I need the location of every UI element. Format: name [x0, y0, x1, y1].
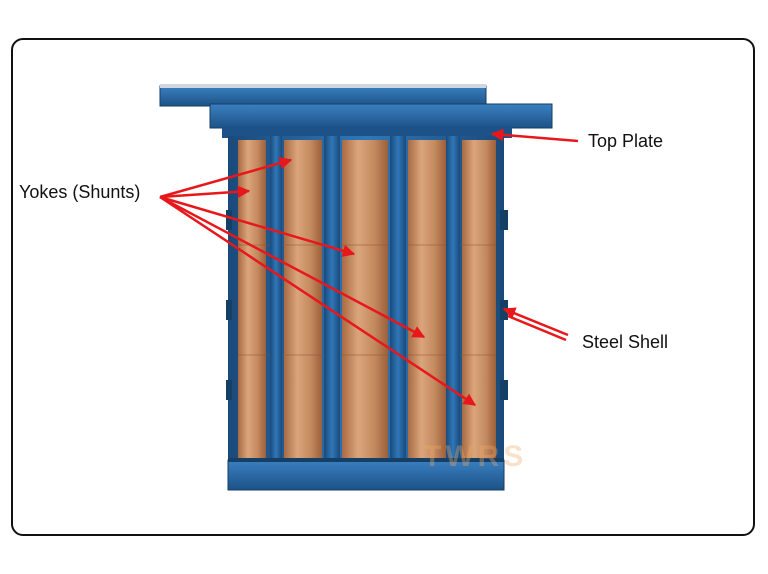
steel-ribs	[270, 136, 460, 462]
yoke-1	[238, 140, 266, 458]
yoke-4	[408, 140, 446, 458]
arrow-steel-shell-a	[502, 307, 569, 337]
arrow-steel-shell-b	[507, 314, 567, 342]
arrows	[159, 128, 579, 407]
label-top-plate: Top Plate	[588, 131, 664, 151]
arrow-yoke-4	[159, 195, 426, 339]
arrow-top-plate	[490, 128, 579, 143]
bottom-base	[227, 458, 505, 491]
arrow-yoke-3	[159, 195, 356, 257]
yoke-5	[462, 140, 496, 458]
label-yokes-shunts: Yokes (Shunts)	[19, 182, 141, 202]
top-plate	[159, 84, 553, 138]
watermark-logo: TWRS	[423, 440, 528, 473]
label-steel-shell: Steel Shell	[582, 332, 669, 352]
arrow-yoke-2	[159, 185, 251, 199]
arrow-yoke-5	[159, 195, 477, 407]
yoke-3	[342, 140, 388, 458]
arrow-yoke-1	[159, 157, 293, 199]
